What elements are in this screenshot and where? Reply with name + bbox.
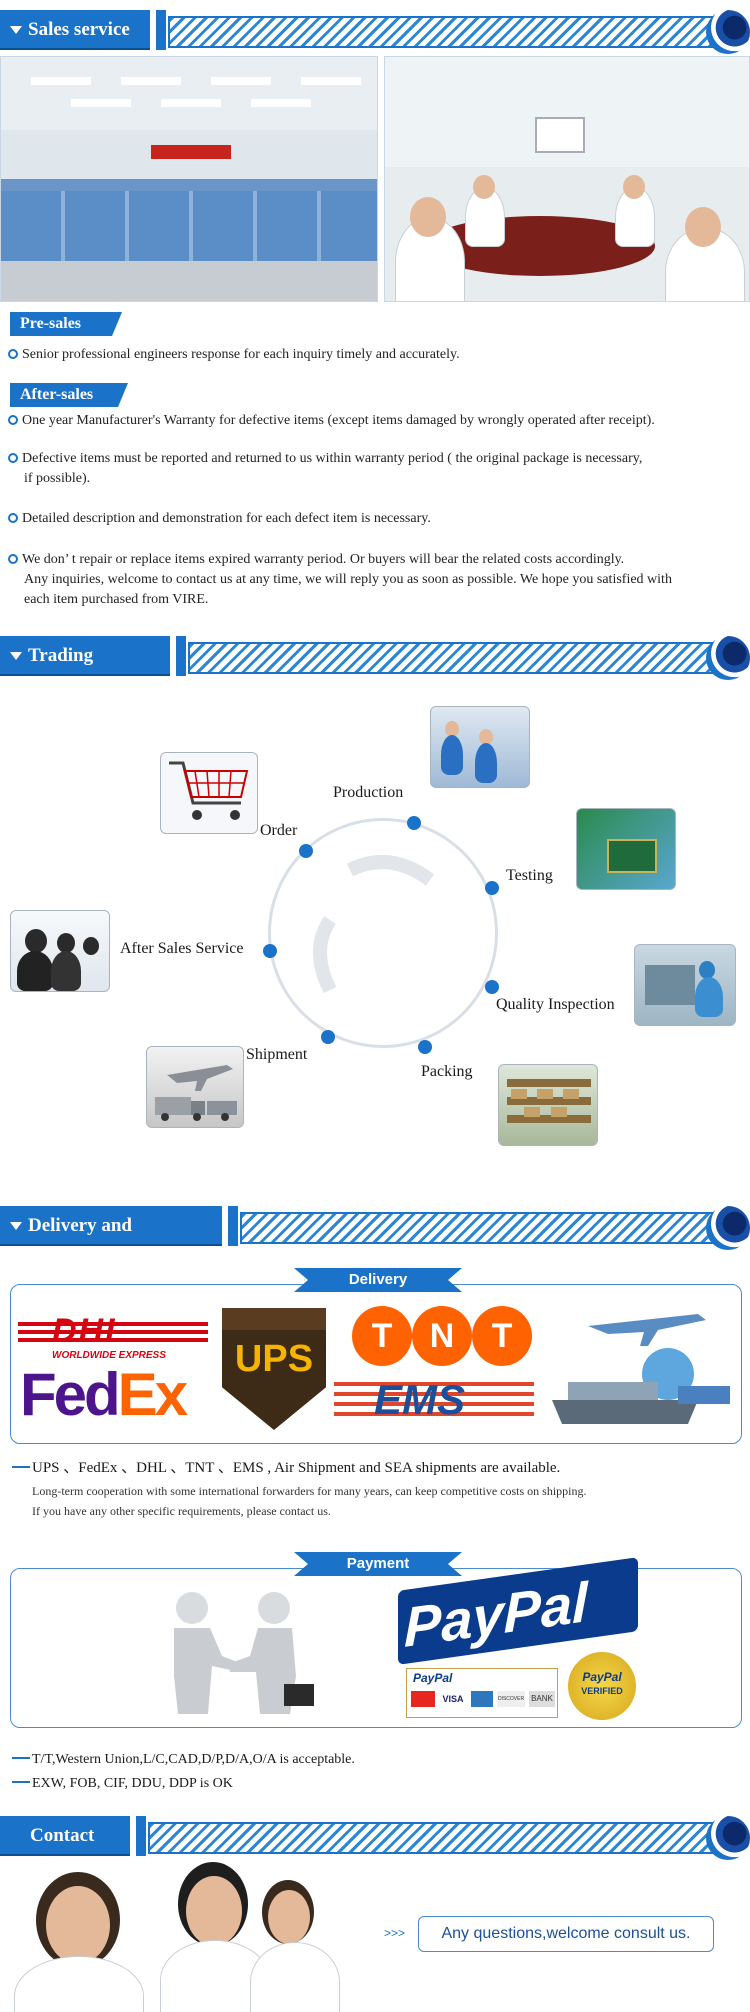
striped-bar <box>168 16 716 48</box>
delivery-payment-tab: Delivery and Payment <box>0 1206 222 1276</box>
delivery-methods-line: UPS 、FedEx 、DHL 、TNT 、EMS , Air Shipment… <box>12 1456 560 1477</box>
paypal-verified-seal: PayPal VERIFIED <box>568 1652 636 1720</box>
arrows-icon: >>> <box>384 1926 406 1940</box>
office-photo <box>0 56 378 302</box>
aftersales-item: We don’ t repair or replace items expire… <box>8 551 624 568</box>
fedex-logo: FedEx <box>20 1361 188 1428</box>
contact-us-title: Contact us <box>30 1825 95 1886</box>
requirements-note: If you have any other specific requireme… <box>32 1504 331 1518</box>
delivery-ribbon: Delivery <box>294 1268 462 1292</box>
cycle-arrows-icon <box>313 855 435 994</box>
sales-service-title: Sales service <box>28 19 130 40</box>
striped-bar <box>240 1212 716 1244</box>
aftersales-item: Detailed description and demonstration f… <box>8 510 431 527</box>
customer-service-thumbnail <box>10 910 110 992</box>
step-packing: Packing <box>421 1063 473 1080</box>
process-node-packing <box>418 1040 432 1054</box>
tnt-logo: T N T <box>352 1306 532 1370</box>
dhl-logo: DHL WORLDWIDE EXPRESS <box>18 1312 208 1364</box>
step-testing: Testing <box>506 867 553 884</box>
swirl-logo-icon <box>706 1206 750 1250</box>
mastercard-icon <box>411 1691 435 1707</box>
step-shipment: Shipment <box>246 1046 308 1063</box>
payment-ribbon: Payment <box>294 1552 462 1576</box>
step-after-sales-service: After Sales Service <box>120 940 244 957</box>
chevron-down-icon <box>10 1222 22 1230</box>
chevron-down-icon <box>10 652 22 660</box>
circle-bullet-icon <box>8 349 18 359</box>
aftersales-item-cont: Any inquiries, welcome to contact us at … <box>24 572 672 587</box>
airplane-truck-icon <box>155 1065 237 1121</box>
bank-icon: BANK <box>529 1691 555 1707</box>
contact-us-tab: Contact us <box>0 1816 130 1886</box>
process-node-shipment <box>321 1030 335 1044</box>
aftersales-item-cont: each item purchased from VIRE. <box>24 592 209 607</box>
swirl-logo-icon <box>706 10 750 54</box>
trade-terms-line: EXW, FOB, CIF, DDU, DDP is OK <box>12 1776 233 1792</box>
quality-inspection-thumbnail <box>634 944 736 1026</box>
trading-process-title: Trading Process <box>28 645 94 706</box>
presales-item: Senior professional engineers response f… <box>8 346 460 363</box>
swirl-logo-icon <box>706 636 750 680</box>
packing-thumbnail <box>498 1064 598 1146</box>
presales-tag: Pre-sales <box>10 312 122 336</box>
paypal-logo: PayPal PayPal VISA DISCOVER BANK PayPal … <box>398 1557 638 1724</box>
sales-service-header: Sales service <box>0 10 750 54</box>
handshake-image <box>150 1586 320 1718</box>
trading-process-header: Trading Process <box>0 636 750 706</box>
circle-bullet-icon <box>8 513 18 523</box>
forwarders-note: Long-term cooperation with some internat… <box>32 1484 587 1498</box>
contact-us-header: Contact us <box>0 1816 750 1886</box>
striped-bar <box>188 642 716 674</box>
ems-logo: EMS <box>334 1376 544 1428</box>
shipment-thumbnail <box>146 1046 244 1128</box>
delivery-payment-header: Delivery and Payment <box>0 1206 750 1276</box>
process-node-testing <box>485 881 499 895</box>
production-thumbnail <box>430 706 530 788</box>
step-order: Order <box>260 822 298 839</box>
chevron-down-icon <box>10 26 22 34</box>
testing-thumbnail <box>576 808 676 890</box>
step-quality-inspection: Quality Inspection <box>496 996 615 1013</box>
step-production: Production <box>333 784 404 801</box>
aftersales-item-cont: if possible). <box>24 471 91 486</box>
swirl-logo-icon <box>706 1816 750 1860</box>
amex-icon <box>471 1691 493 1707</box>
discover-icon: DISCOVER <box>497 1691 525 1707</box>
process-node-order <box>299 844 313 858</box>
consult-us-button[interactable]: Any questions,welcome consult us. <box>418 1916 714 1952</box>
sales-service-tab: Sales service <box>0 10 150 50</box>
circle-bullet-icon <box>8 554 18 564</box>
ship-plane-image <box>548 1306 734 1432</box>
process-node-quality <box>485 980 499 994</box>
delivery-payment-title: Delivery and Payment <box>28 1215 132 1276</box>
striped-bar <box>148 1822 716 1854</box>
circle-bullet-icon <box>8 415 18 425</box>
customer-service-image <box>0 1856 370 2012</box>
accepted-cards: PayPal VISA DISCOVER BANK <box>406 1668 558 1718</box>
aftersales-item: Defective items must be reported and ret… <box>8 450 642 467</box>
aftersales-item: One year Manufacturer's Warranty for def… <box>8 412 655 429</box>
meeting-photo <box>384 56 750 302</box>
circle-bullet-icon <box>8 453 18 463</box>
payment-terms-line: T/T,Western Union,L/C,CAD,D/P,D/A,O/A is… <box>12 1752 355 1768</box>
handshake-figures-icon <box>174 1592 314 1714</box>
process-node-after-sales <box>263 944 277 958</box>
trading-process-tab: Trading Process <box>0 636 170 706</box>
visa-icon: VISA <box>439 1691 467 1707</box>
aftersales-tag: After-sales <box>10 383 128 407</box>
office-banner <box>151 145 231 159</box>
shopping-cart-thumbnail <box>160 752 258 834</box>
cargo-ship-icon <box>552 1314 730 1424</box>
shopping-cart-icon <box>169 761 249 820</box>
process-cycle <box>268 818 498 1048</box>
process-node-production <box>407 816 421 830</box>
